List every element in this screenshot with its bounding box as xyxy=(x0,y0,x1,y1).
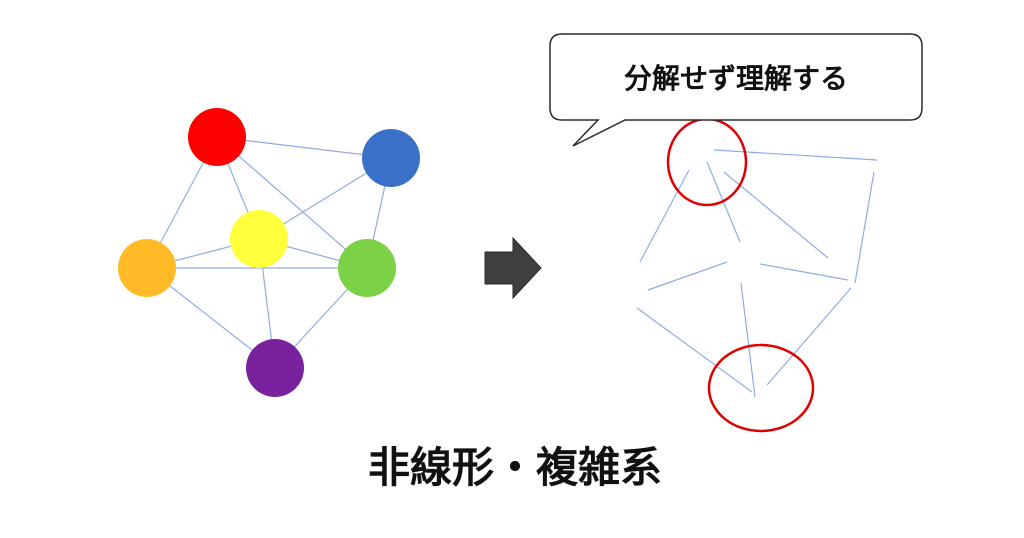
network-node-red xyxy=(188,108,246,166)
segment xyxy=(639,169,690,263)
segment xyxy=(647,261,728,291)
segment xyxy=(636,307,753,393)
segment xyxy=(766,287,852,386)
speech-bubble-shape xyxy=(549,33,923,147)
transform-arrow-icon xyxy=(484,236,542,300)
segment xyxy=(713,149,878,161)
network-edge-red-green xyxy=(216,136,368,269)
network-node-yellow xyxy=(230,210,288,268)
segment xyxy=(723,171,829,259)
network-node-blue xyxy=(362,129,420,187)
broken-network xyxy=(636,149,878,398)
callout-text: 分解せず理解する xyxy=(624,62,848,95)
segment xyxy=(854,171,875,284)
network-edge-red-blue xyxy=(216,136,392,159)
speech-bubble: 分解せず理解する xyxy=(549,33,923,147)
network-node-purple xyxy=(246,339,304,397)
network-nodes xyxy=(118,108,420,397)
diagram-caption: 非線形・複雑系 xyxy=(368,443,662,492)
segment xyxy=(759,263,849,281)
arrow-shape xyxy=(484,236,542,300)
segment xyxy=(740,282,756,398)
network-node-green xyxy=(338,239,396,297)
network-node-orange xyxy=(118,239,176,297)
highlight-ellipse-bottom xyxy=(707,343,815,433)
